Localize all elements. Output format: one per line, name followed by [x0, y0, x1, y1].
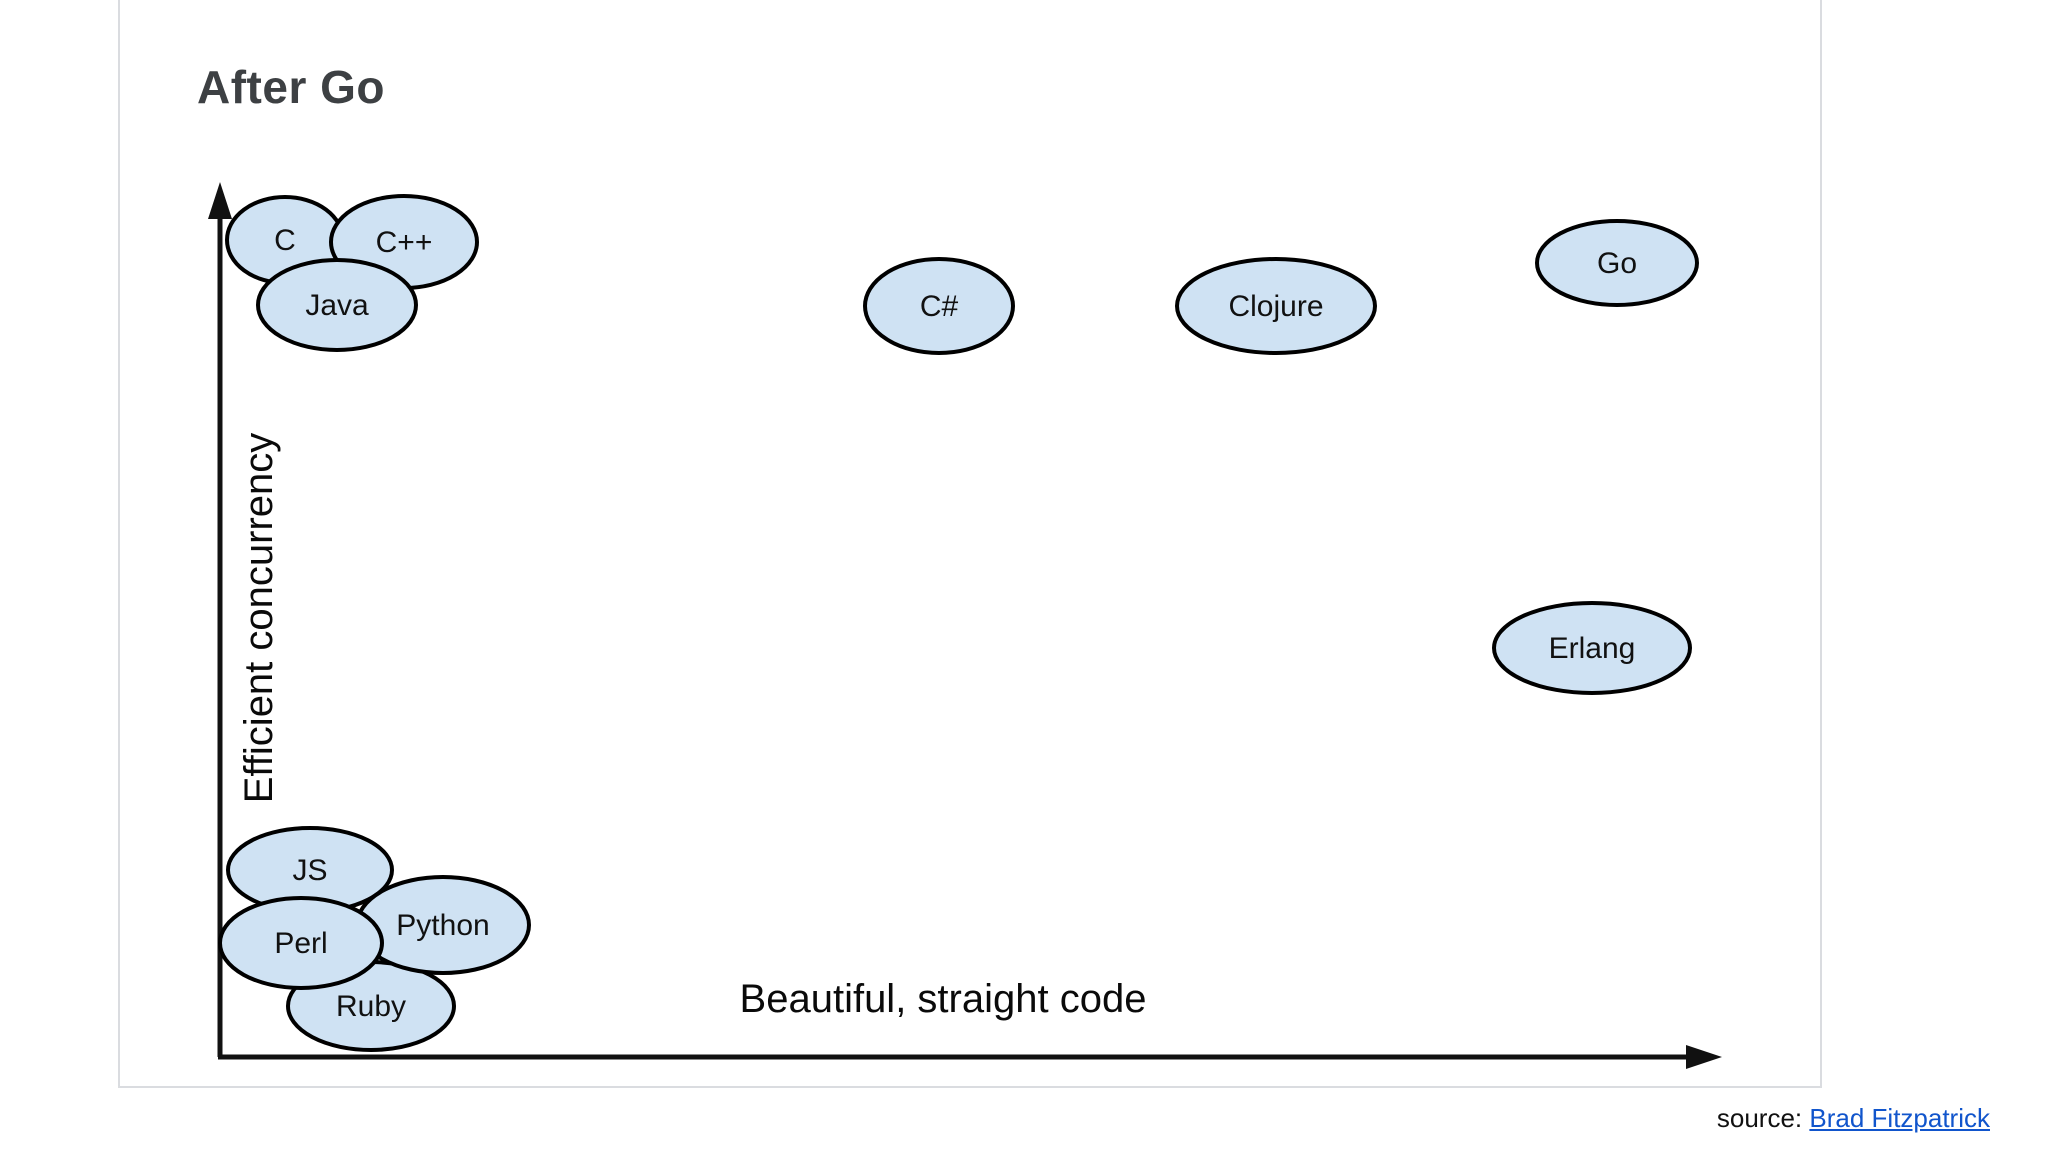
bubble-label-java: Java: [305, 289, 369, 322]
bubble-label-c: C#: [920, 290, 959, 323]
bubble-label-c: C++: [376, 226, 433, 259]
bubble-go: [1535, 219, 1699, 307]
bubble-clojure: [1175, 257, 1377, 355]
source-prefix-label: source:: [1716, 1103, 1803, 1133]
bubble-label-js: JS: [292, 854, 327, 887]
bubble-label-erlang: Erlang: [1549, 632, 1636, 665]
source-link[interactable]: Brad Fitzpatrick: [1809, 1103, 1990, 1133]
bubble-erlang: [1492, 601, 1692, 695]
bubble-label-clojure: Clojure: [1228, 290, 1323, 323]
x-axis-arrow-icon: [1686, 1045, 1722, 1069]
bubble-label-ruby: Ruby: [336, 990, 406, 1023]
axes: [208, 182, 1722, 1069]
y-axis-label: Efficient concurrency: [237, 433, 281, 804]
x-axis-label: Beautiful, straight code: [740, 977, 1147, 1021]
bubble-java: [256, 258, 418, 352]
bubble-label-perl: Perl: [274, 927, 327, 960]
bubble-c: [863, 257, 1015, 355]
y-axis-arrow-icon: [208, 182, 232, 219]
slide-title: After Go: [197, 61, 385, 113]
source-attribution: source: Brad Fitzpatrick: [1717, 1103, 1990, 1134]
bubble-label-c: C: [274, 224, 296, 257]
bubble-perl: [218, 896, 384, 990]
bubble-label-python: Python: [396, 909, 489, 942]
bubble-label-go: Go: [1597, 247, 1637, 280]
